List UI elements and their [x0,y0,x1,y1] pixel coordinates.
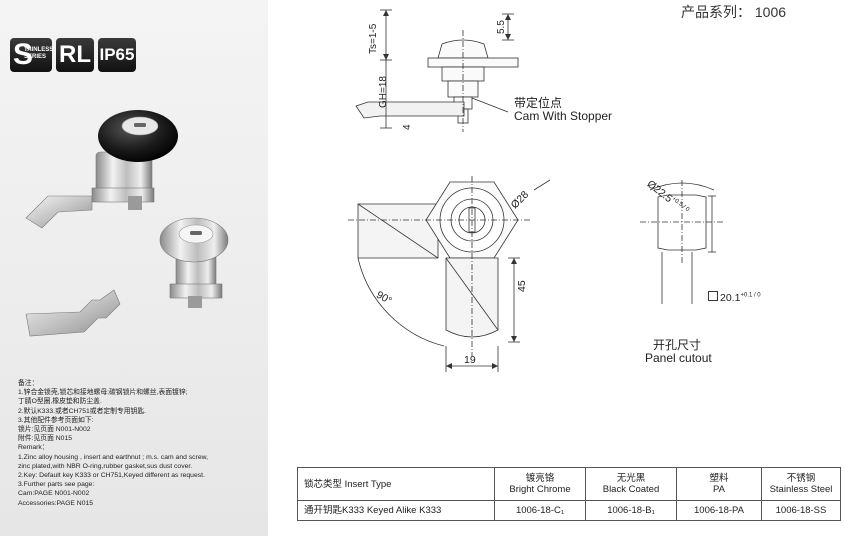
cutout-cn: 开孔尺寸 [653,338,702,352]
product-series-label: 产品系列： 1006 [681,4,787,20]
notes-line: Remark： [18,444,49,452]
cutout-en: Panel cutout [645,351,712,365]
cam-stopper-cn: 带定位点 [514,96,563,110]
notes-line: 备注： [18,380,39,387]
certification-badges: S TAINLESS SERIES RL IP65 [10,38,136,72]
dim-19: 19 [464,354,476,366]
cam-stopper-en: Cam With Stopper [514,109,613,123]
notes-line: 3.Further parts see page: [18,481,95,489]
stainless-badge-letter: S [13,38,34,71]
notes-line: 附件:见页面 N015 [18,435,73,443]
table-cell: 通开钥匙K333 Keyed Alike K333 [297,500,495,521]
notes-line: 2.Key: Default key K333 or CH751,Keyed d… [18,472,205,480]
stainless-badge-subtext: TAINLESS SERIES [24,47,54,60]
notes-line: 1.锌合金锁壳,锁芯和接地螺母;碳钢锁片和螺丝,表面镀锌; [18,389,188,397]
notes-line: zinc plated,with NBR O-ring,rubber gaske… [18,462,193,470]
dim-5-5: 5.5 [496,20,507,34]
side-view [355,9,519,132]
dim-45: 45 [516,280,528,292]
stainless-series-badge: S TAINLESS SERIES [10,38,54,72]
table-cell: 1006-18-SS [761,500,841,521]
ts-dimension: Ts=1-5 [368,23,379,54]
table-row: 通开钥匙K333 Keyed Alike K333 1006-18-C₁ 100… [297,500,841,521]
notes-line: 1.Zinc alloy housing , insert and earthn… [18,453,209,461]
table-header-cell: 锁芯类型 Insert Type [297,467,495,501]
notes-block: 备注： 1.锌合金锁壳,锁芯和接地螺母;碳钢锁片和螺丝,表面镀锌; 丁腈O型圈,… [18,379,266,508]
notes-line: Cam:PAGE N001-N002 [18,490,90,498]
dimension-arrows [383,10,517,369]
ip65-badge: IP65 [98,38,136,72]
gh-dimension: GH=18 [378,76,389,108]
notes-line: 丁腈O型圈,橡皮垫和防尘盖. [18,398,102,406]
panel-cutout-view [640,180,724,304]
notes-line: 锁片:见页面 N001-N002 [18,426,91,434]
notes-line: 3.其他配件参考页面如下: [18,416,94,424]
table-cell: 1006-18-B₁ [585,500,677,521]
front-view [348,176,551,372]
notes-line: Accessories:PAGE N015 [18,499,94,507]
product-photo [25,110,229,337]
technical-drawing [348,9,724,372]
rl-badge: RL [56,38,94,72]
square-symbol-icon [708,291,718,301]
product-panel: S TAINLESS SERIES RL IP65 [0,0,268,536]
dim-4: 4 [402,124,413,130]
table-cell: 1006-18-PA [676,500,762,521]
dim-20-1: 20.1+0.1 / 0 [708,291,761,304]
notes-line: 2.默认K333.或者CH751或者定制专用钥匙. [18,407,147,415]
table-cell: 1006-18-C₁ [494,500,586,521]
